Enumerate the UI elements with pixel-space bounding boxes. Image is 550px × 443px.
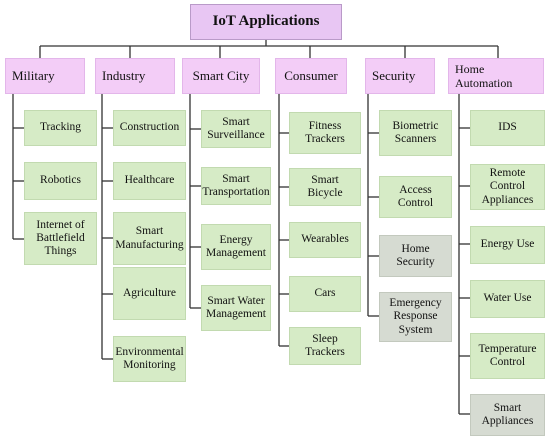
leaf-smart-water-management: Smart Water Management bbox=[201, 285, 271, 331]
leaf-agriculture: Agriculture bbox=[113, 267, 186, 320]
leaf-smart-surveillance: Smart Surveillance bbox=[201, 110, 271, 148]
category-security: Security bbox=[365, 58, 435, 94]
leaf-emergency-response-system: Emergency Response System bbox=[379, 292, 452, 342]
leaf-temperature-control: Temperature Control bbox=[470, 333, 545, 379]
leaf-smart-transportation: Smart Transportation bbox=[201, 167, 271, 205]
leaf-smart-bicycle: Smart Bicycle bbox=[289, 168, 361, 206]
leaf-robotics: Robotics bbox=[24, 162, 97, 200]
leaf-smart-manufacturing: Smart Manufacturing bbox=[113, 212, 186, 265]
leaf-sleep-trackers: Sleep Trackers bbox=[289, 327, 361, 365]
category-home-automation: Home Automation bbox=[448, 58, 544, 94]
category-industry: Industry bbox=[95, 58, 175, 94]
leaf-energy-use: Energy Use bbox=[470, 226, 545, 264]
leaf-tracking: Tracking bbox=[24, 110, 97, 146]
leaf-construction: Construction bbox=[113, 110, 186, 146]
leaf-wearables: Wearables bbox=[289, 222, 361, 258]
leaf-energy-management: Energy Management bbox=[201, 224, 271, 270]
root-node: IoT Applications bbox=[190, 4, 342, 40]
leaf-biometric-scanners: Biometric Scanners bbox=[379, 110, 452, 156]
leaf-cars: Cars bbox=[289, 276, 361, 312]
leaf-fitness-trackers: Fitness Trackers bbox=[289, 112, 361, 154]
category-consumer: Consumer bbox=[275, 58, 347, 94]
leaf-access-control: Access Control bbox=[379, 176, 452, 218]
leaf-ids: IDS bbox=[470, 110, 545, 146]
leaf-internet-of-battlefield-things: Internet of Battlefield Things bbox=[24, 212, 97, 265]
leaf-healthcare: Healthcare bbox=[113, 162, 186, 200]
leaf-remote-control-appliances: Remote Control Appliances bbox=[470, 164, 545, 210]
category-smart-city: Smart City bbox=[182, 58, 260, 94]
leaf-water-use: Water Use bbox=[470, 280, 545, 318]
category-military: Military bbox=[5, 58, 85, 94]
leaf-home-security: Home Security bbox=[379, 235, 452, 277]
leaf-smart-appliances: Smart Appliances bbox=[470, 394, 545, 436]
leaf-environmental-monitoring: Environmental Monitoring bbox=[113, 336, 186, 382]
